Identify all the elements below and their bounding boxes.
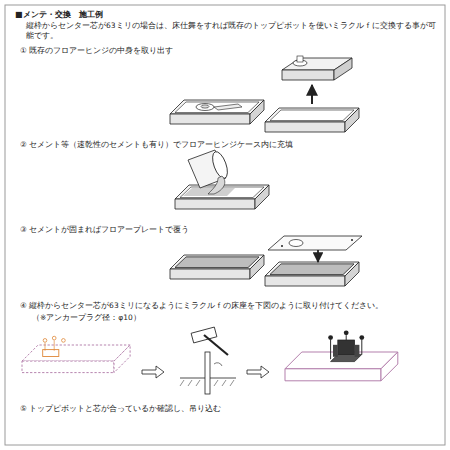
frame [5,5,445,445]
cement-bucket [188,150,230,194]
intro-note: 縦枠からセンター芯が63ミリの場合は、床仕舞をすれば既存のトップピボットを使いミ… [26,21,436,41]
floor-base-installed [285,330,398,380]
section-title: ■メンテ・交換 施工例 [15,10,103,21]
hinge-case-empty [265,108,359,132]
step-text: ② セメント等（速乾性のセメントも有り）でフロアーヒンジケース内に充填 [20,140,430,150]
step-text: ④ 縦枠からセンター芯が63ミリになるようにミラクルｆの床座を下図のように取り付… [20,301,440,311]
step-text: ③ セメントが固まればフロアープレートで覆う [20,225,430,235]
note-text: （※アンカープラグ径：φ10） [32,313,332,323]
step-text: ⑤ トップピボットと芯が合っているか確認し、吊り込む [20,404,430,414]
floor-plate [268,236,362,262]
step-text: ① 既存のフロアーヒンジの中身を取り出す [20,46,430,56]
hinge-case-open [170,100,264,124]
hinge-body [282,56,352,104]
floor-base-marking [22,336,130,372]
hinge-case-filled [170,255,264,279]
hammer-and-anchor [180,327,236,394]
hinge-case-covered [265,262,359,286]
